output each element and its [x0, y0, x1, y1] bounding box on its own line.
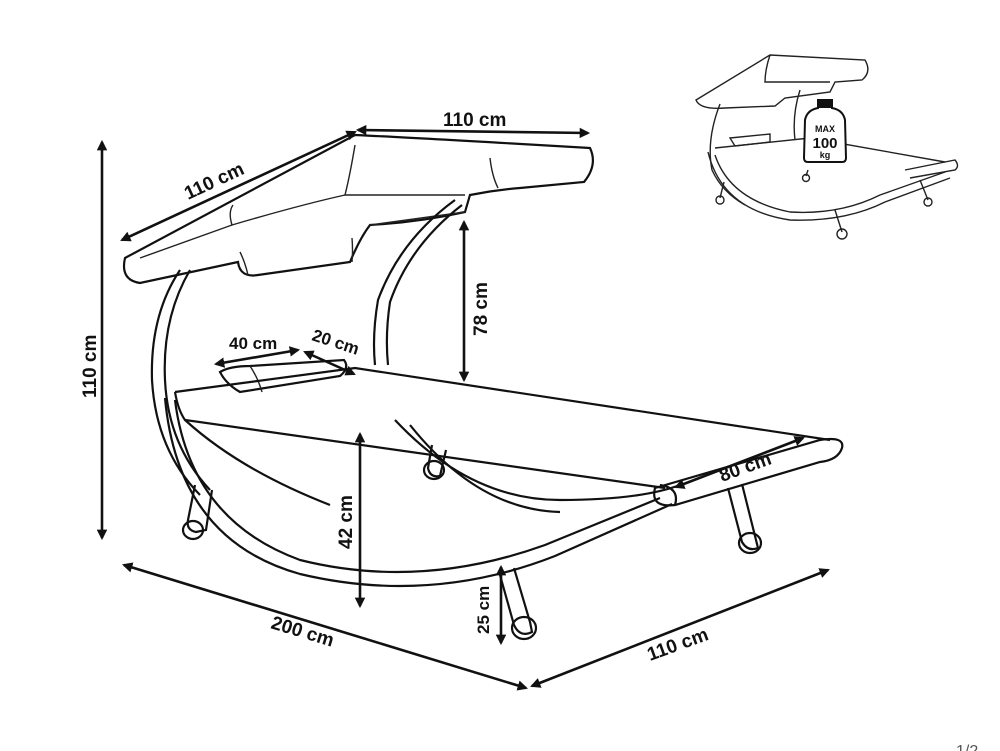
label-pillow-width: 20 cm [310, 326, 362, 359]
label-canopy-width: 110 cm [443, 110, 506, 131]
label-bed-width: 80 cm [717, 449, 775, 487]
label-canopy-clearance: 78 cm [471, 282, 492, 336]
weight-max-label: MAX [815, 124, 835, 134]
page-number: 1/2 [956, 743, 978, 751]
thumbnail-drawing [695, 54, 959, 240]
label-total-width: 110 cm [645, 624, 712, 665]
label-seat-height: 42 cm [336, 495, 357, 549]
label-pillow-length: 40 cm [229, 334, 277, 353]
curved-frame [173, 399, 661, 574]
weight-unit: kg [820, 150, 831, 160]
dimension-arrows [96, 124, 830, 691]
weight-icon: MAX 100 kg [802, 99, 848, 163]
right-arm [372, 199, 456, 366]
left-arm [150, 269, 201, 496]
lounger-drawing [122, 133, 844, 641]
label-total-height: 110 cm [80, 335, 101, 398]
foot-bar [653, 437, 844, 507]
canopy [122, 133, 595, 285]
pillow [218, 358, 348, 394]
label-leg-height: 25 cm [474, 586, 493, 634]
bed-surface [174, 366, 831, 442]
weight-value: 100 [812, 135, 837, 152]
